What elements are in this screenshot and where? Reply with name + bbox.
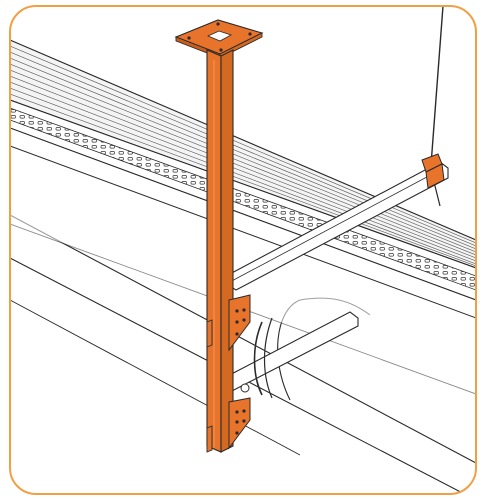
mounting-bracket-icon bbox=[206, 294, 251, 453]
pipe-clamp-icon bbox=[240, 317, 273, 399]
frame-border bbox=[9, 5, 477, 495]
wire-clip-icon bbox=[421, 153, 445, 189]
support-post-icon bbox=[206, 49, 234, 453]
